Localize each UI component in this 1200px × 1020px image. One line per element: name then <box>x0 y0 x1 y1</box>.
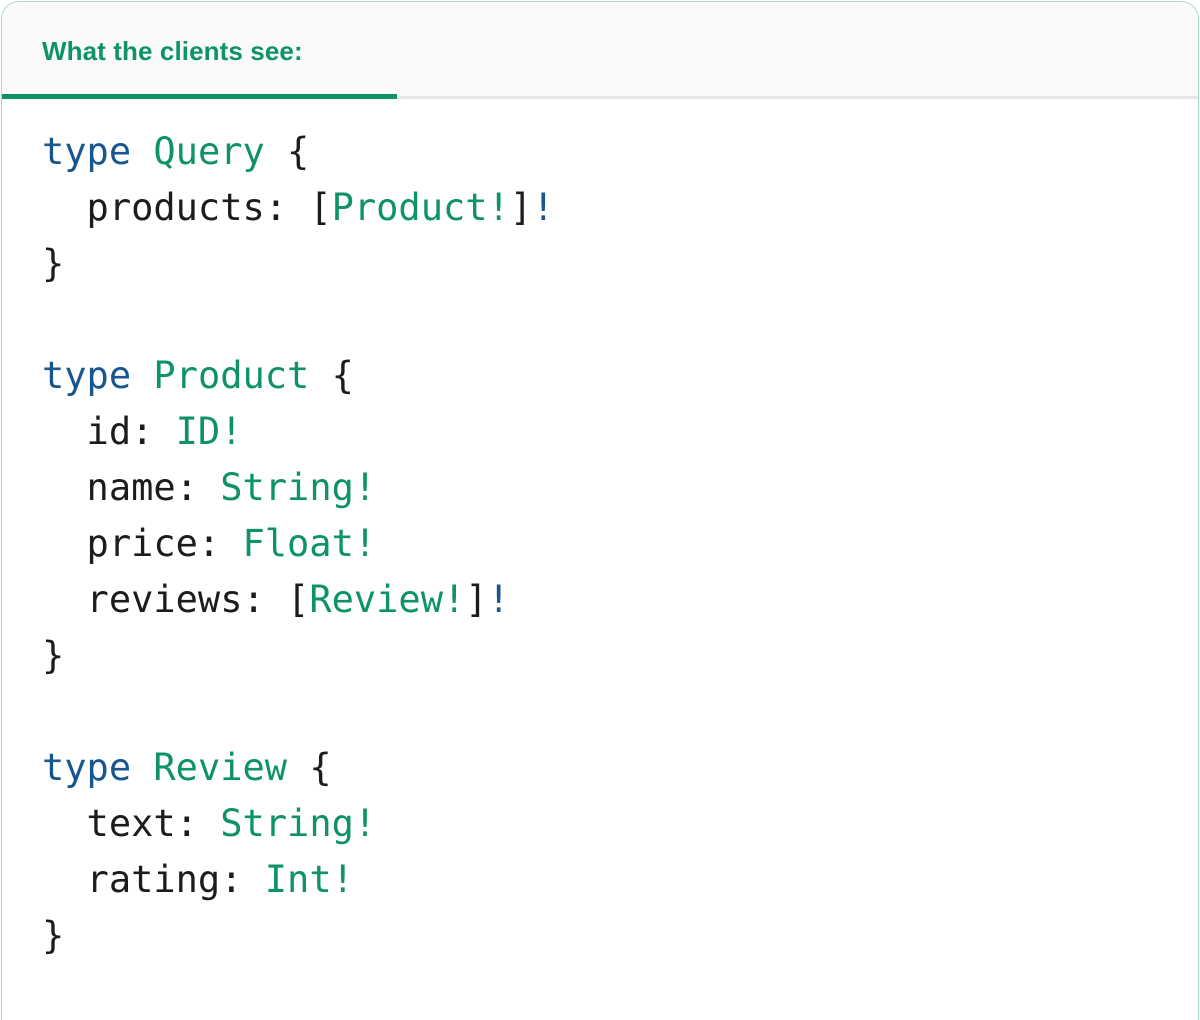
code-token-field: name: <box>42 466 221 509</box>
code-token-type: Review <box>309 578 443 621</box>
code-line: text: String! <box>42 796 1198 852</box>
code-token-bang: ! <box>442 578 466 621</box>
tab-strip: What the clients see: <box>2 2 1198 100</box>
tab-what-the-clients-see[interactable]: What the clients see: <box>2 2 397 100</box>
code-token-bang: ! <box>220 410 243 453</box>
code-line: id: ID! <box>42 404 1198 460</box>
code-token-bang-outer: ! <box>487 578 510 621</box>
tab-label: What the clients see: <box>42 35 303 66</box>
code-token-type: Product <box>153 354 310 397</box>
code-token-bang: ! <box>331 858 354 901</box>
code-token-kw: type <box>42 746 132 789</box>
code-token-bang: ! <box>353 802 377 845</box>
code-line: type Query { <box>42 124 1198 180</box>
code-token-punct: } <box>42 634 65 677</box>
tab-strip-divider <box>397 96 1198 99</box>
code-token-punct: } <box>42 914 65 957</box>
code-line: type Product { <box>42 348 1198 404</box>
code-line: } <box>42 628 1198 684</box>
code-token-bang: ! <box>353 466 377 509</box>
code-token-punct: } <box>42 242 65 285</box>
code-token-punct: { <box>309 354 354 397</box>
tab-active-underline <box>2 94 397 99</box>
code-token-punct: { <box>287 746 332 789</box>
code-token-type: Query <box>153 130 265 173</box>
code-token-punct: [ <box>287 578 310 621</box>
code-line <box>42 292 1198 348</box>
code-line: } <box>42 236 1198 292</box>
code-token-field: id: <box>42 410 176 453</box>
code-token-type: Float <box>242 522 354 565</box>
code-token-punct: ] <box>465 578 488 621</box>
code-token-type: String <box>220 802 354 845</box>
code-token-type: Product <box>331 186 488 229</box>
graphql-schema-code-block[interactable]: type Query { products: [Product!]!} type… <box>2 100 1198 964</box>
code-token-bang: ! <box>487 186 510 229</box>
code-token-punct <box>42 690 64 733</box>
code-token-punct: [ <box>309 186 332 229</box>
code-token-bang: ! <box>353 522 377 565</box>
code-token-punct <box>131 130 153 173</box>
code-token-field: products: <box>42 186 310 229</box>
code-line: } <box>42 908 1198 964</box>
code-line: type Review { <box>42 740 1198 796</box>
code-token-punct <box>131 746 153 789</box>
code-token-field: price: <box>42 522 243 565</box>
code-line: rating: Int! <box>42 852 1198 908</box>
code-token-punct: { <box>264 130 310 173</box>
code-line: reviews: [Review!]! <box>42 572 1198 628</box>
code-token-type: String <box>220 466 354 509</box>
code-token-kw: type <box>42 354 132 397</box>
code-token-bang-outer: ! <box>532 186 555 229</box>
code-token-kw: type <box>42 130 132 173</box>
code-token-field: text: <box>42 802 221 845</box>
code-token-type: Int <box>264 858 332 901</box>
code-token-type: ID <box>175 410 221 453</box>
tab-strip-empty-area <box>397 2 1198 96</box>
code-token-punct <box>131 354 153 397</box>
code-line: name: String! <box>42 460 1198 516</box>
code-token-punct: ] <box>509 186 533 229</box>
code-token-type: Review <box>153 746 288 789</box>
code-line <box>42 684 1198 740</box>
code-token-field: reviews: <box>42 578 288 621</box>
code-line: price: Float! <box>42 516 1198 572</box>
code-line: products: [Product!]! <box>42 180 1198 236</box>
code-token-punct <box>42 298 64 341</box>
code-token-field: rating: <box>42 858 265 901</box>
